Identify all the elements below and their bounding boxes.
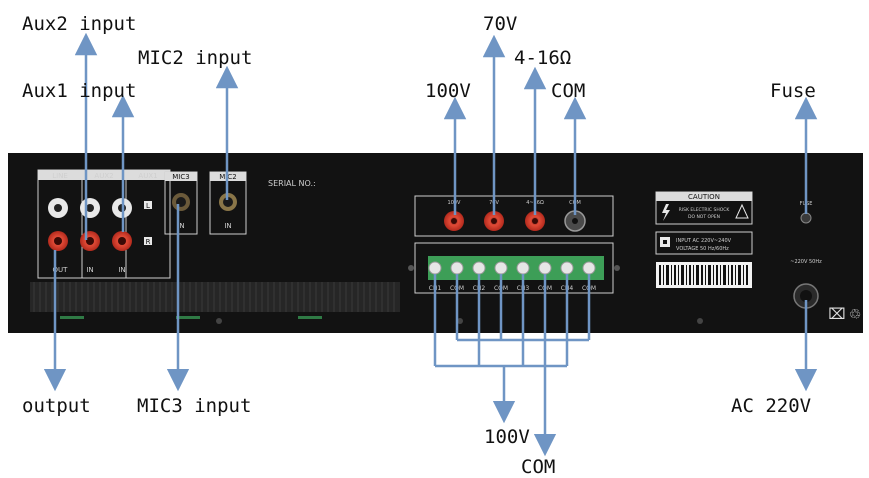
panel-line-label: LINE xyxy=(52,172,68,180)
warning-triangle-icon xyxy=(735,203,749,219)
recycle-icon: ♲ xyxy=(849,307,862,323)
input-voltage-line2: VOLTAGE 50 Hz/60Hz xyxy=(676,246,729,252)
label-mic3-input: MIC3 input xyxy=(137,395,252,417)
label-aux1-input: Aux1 input xyxy=(22,80,137,102)
vent-slots xyxy=(33,282,395,312)
panel-mic3-label: MIC3 xyxy=(172,173,189,181)
label-70v: 70V xyxy=(483,13,518,35)
barcode xyxy=(656,262,752,288)
panel-in-label-aux1: IN xyxy=(118,266,125,274)
panel-in-label-aux2: IN xyxy=(86,266,93,274)
panel-power-label: ~220V 50Hz xyxy=(790,259,822,265)
label-ac-220v: AC 220V xyxy=(731,395,812,417)
terminal-wiring xyxy=(433,274,591,368)
label-fuse: Fuse xyxy=(770,80,816,102)
panel-l-label: L xyxy=(146,202,150,210)
label-100v-bottom: 100V xyxy=(484,426,530,448)
speaker-output-box xyxy=(414,195,614,237)
terminal-screw xyxy=(494,261,508,275)
caution-title: CAUTION xyxy=(688,193,720,201)
terminal-screw xyxy=(560,261,574,275)
caution-sub1: RISK ELECTRIC SHOCK xyxy=(679,207,731,213)
panel-mic3-in-label: IN xyxy=(177,222,184,230)
label-mic2-input: MIC2 input xyxy=(138,47,253,69)
panel-aux2-label: AUX2 xyxy=(94,172,113,180)
label-4-16-ohm: 4-16Ω xyxy=(514,47,572,69)
terminal-screw xyxy=(582,261,596,275)
lightning-icon xyxy=(662,204,670,221)
panel-out-label: OUT xyxy=(53,266,69,274)
terminal-screw xyxy=(428,261,442,275)
caution-sub2: DO NOT OPEN xyxy=(688,214,720,220)
panel-r-label: R xyxy=(146,238,151,246)
input-voltage-line1: INPUT AC 220V~240V xyxy=(676,238,732,244)
label-com-bottom: COM xyxy=(521,456,556,478)
vent-grille xyxy=(30,282,400,312)
label-aux2-input: Aux2 input xyxy=(22,13,137,35)
label-output: output xyxy=(22,395,91,417)
terminal-screw xyxy=(472,261,486,275)
panel-serial-label: SERIAL NO.: xyxy=(268,179,316,188)
fuse-holder xyxy=(800,212,812,224)
weee-bin-icon: ⌧ xyxy=(828,305,845,323)
panel-aux1-label: AUX1 xyxy=(138,172,157,180)
terminal-block-frame xyxy=(414,242,614,294)
label-com-top: COM xyxy=(551,80,586,102)
input-voltage-label xyxy=(655,231,753,255)
terminal-block xyxy=(428,256,604,280)
terminal-screw xyxy=(516,261,530,275)
panel-mic2-in-label: IN xyxy=(224,222,231,230)
terminal-screw xyxy=(450,261,464,275)
label-100v-top: 100V xyxy=(425,80,471,102)
terminal-screw xyxy=(538,261,552,275)
